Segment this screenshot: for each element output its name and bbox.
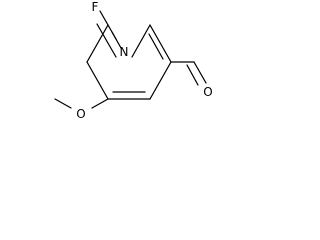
ring-nitrogen-atom-label: N <box>120 45 129 59</box>
bond-c1-f <box>99 10 109 26</box>
bond-c1-n1 <box>107 24 117 40</box>
bond-n1-c2 <box>131 24 151 58</box>
methoxy-oxygen-atom-label: O <box>76 107 85 121</box>
bond-cho-o-double <box>186 64 199 86</box>
bond-c6-n1 <box>96 23 117 58</box>
bond-c6-c1 <box>86 24 109 63</box>
bond-c2-c3-double <box>148 33 164 60</box>
bond-c2-c3 <box>149 24 172 63</box>
chemical-structure-diagram: F N O O <box>54 0 213 121</box>
bond-cho-o <box>193 61 207 84</box>
aldehyde-oxygen-atom-label: O <box>203 85 212 99</box>
bond-c5-c6 <box>86 61 109 100</box>
bond-c3-c4 <box>149 61 172 100</box>
bond-o-ch3 <box>54 98 72 109</box>
fluorine-atom-label: F <box>92 0 99 14</box>
bond-c5-o <box>91 98 109 109</box>
